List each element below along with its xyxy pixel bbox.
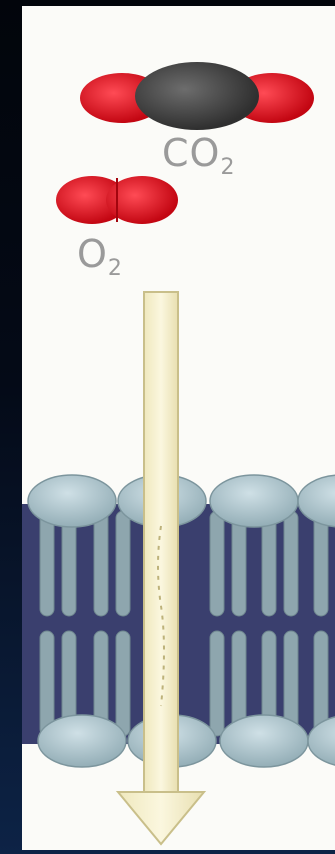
diagram-panel: CO2 O2 xyxy=(22,6,335,850)
lower-lipid-heads xyxy=(38,715,335,767)
co2-label: CO2 xyxy=(162,131,235,180)
o2-molecule xyxy=(56,176,178,224)
arrow-shaft xyxy=(144,292,178,792)
co2-carbon-atom xyxy=(135,62,259,130)
arrow-head xyxy=(118,792,204,844)
co2-molecule xyxy=(80,62,314,130)
o2-label: O2 xyxy=(77,232,123,281)
